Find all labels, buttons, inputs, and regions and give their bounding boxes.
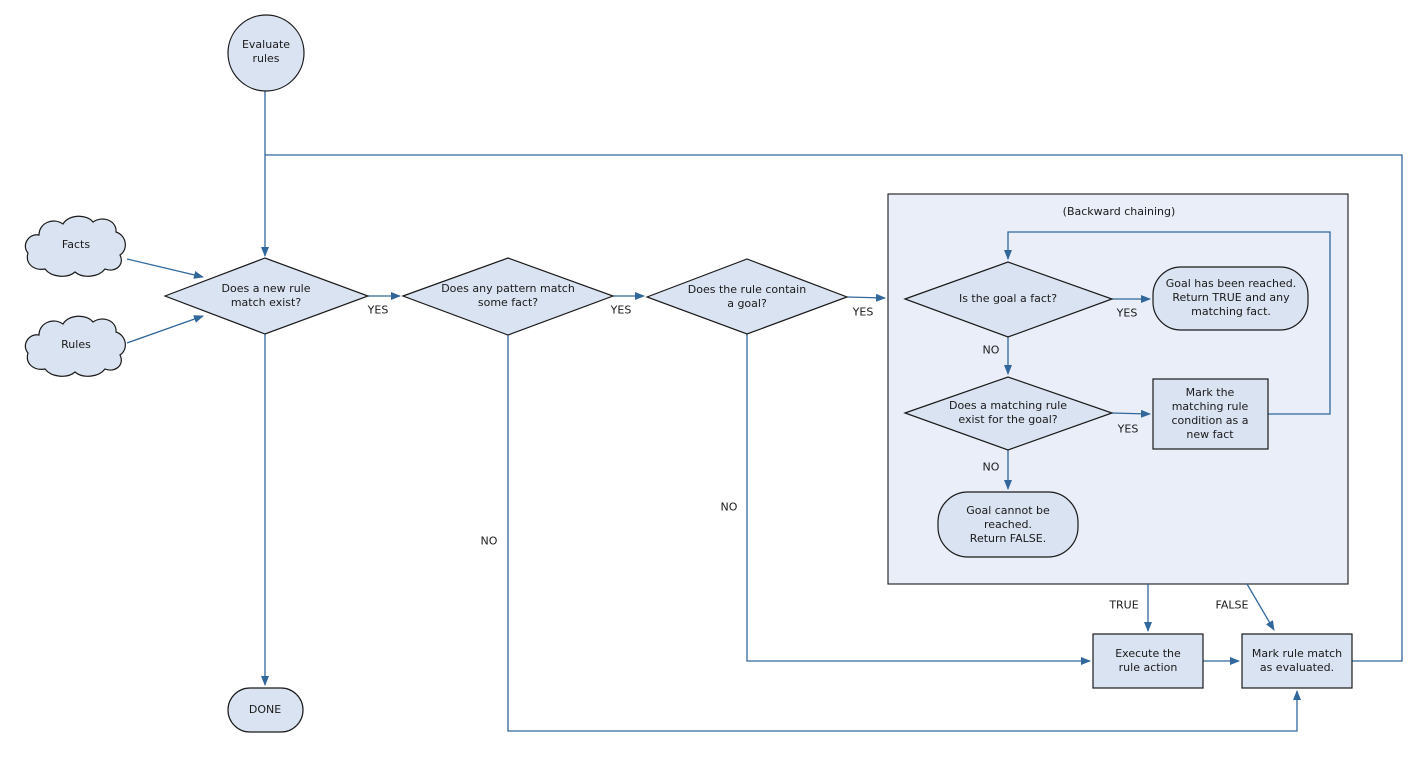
backward-chaining-title: (Backward chaining)	[1062, 205, 1176, 219]
edge-goal-no	[746, 334, 1091, 665]
rule-contains-goal-label: Does the rule contain a goal?	[687, 283, 807, 310]
goal-not-reached-label: Goal cannot be reached. Return FALSE.	[966, 504, 1050, 545]
edge-false	[1246, 583, 1275, 631]
goal-reached-terminal	[1152, 266, 1309, 331]
edge-goal-yes	[846, 293, 886, 302]
matching-rule-exists-label: Does a matching rule exist for the goal?	[948, 399, 1068, 426]
rules-cloud	[24, 315, 126, 377]
edge-mark-evaluated-loop	[265, 154, 1403, 662]
edge-label-goal-yes: YES	[852, 305, 874, 319]
pattern-match-label: Does any pattern match some fact?	[441, 282, 575, 309]
execute-action-label: Execute the rule action	[1115, 647, 1181, 674]
edge-label-new-rule-yes: YES	[367, 303, 389, 317]
edge-facts-to-new-rule-match	[126, 258, 204, 279]
new-rule-match-label: Does a new rule match exist?	[221, 282, 311, 309]
mark-evaluated-label: Mark rule match as evaluated.	[1251, 647, 1343, 674]
facts-cloud-label: Facts	[61, 238, 91, 252]
edge-rules-to-new-rule-match	[126, 315, 204, 344]
execute-action-process	[1092, 633, 1204, 689]
done-terminal	[227, 687, 304, 733]
edge-label-pattern-no: NO	[480, 534, 498, 548]
rule-contains-goal-decision	[645, 258, 849, 335]
facts-cloud	[24, 215, 126, 277]
goal-is-fact-decision	[903, 261, 1114, 338]
goal-reached-label: Goal has been reached. Return TRUE and a…	[1165, 277, 1297, 318]
rules-cloud-label: Rules	[61, 338, 91, 352]
pattern-match-decision	[401, 257, 615, 336]
mark-condition-process	[1152, 378, 1269, 450]
mark-evaluated-process	[1241, 633, 1353, 689]
edge-label-fact-no: NO	[982, 343, 1000, 357]
edge-label-goal-no: NO	[720, 500, 738, 514]
edge-pattern-no	[507, 335, 1301, 732]
edge-new-fact-feedback	[1004, 231, 1331, 415]
goal-is-fact-label: Is the goal a fact?	[958, 292, 1058, 306]
new-rule-match-decision	[163, 257, 370, 335]
done-label: DONE	[248, 703, 282, 717]
mark-condition-label: Mark the matching rule condition as a ne…	[1171, 386, 1249, 441]
matching-rule-exists-decision	[903, 376, 1114, 451]
edge-label-matching-yes: YES	[1117, 422, 1139, 436]
edge-label-pattern-yes: YES	[610, 303, 632, 317]
edge-label-matching-no: NO	[982, 460, 1000, 474]
start-node-label: Evaluate rules	[241, 38, 291, 65]
start-node	[227, 14, 305, 92]
edge-label-fact-yes: YES	[1116, 306, 1138, 320]
goal-not-reached-terminal	[937, 491, 1079, 558]
edge-label-false: FALSE	[1215, 598, 1249, 612]
edge-matching-yes	[1111, 409, 1151, 418]
edge-label-true: TRUE	[1109, 598, 1139, 612]
